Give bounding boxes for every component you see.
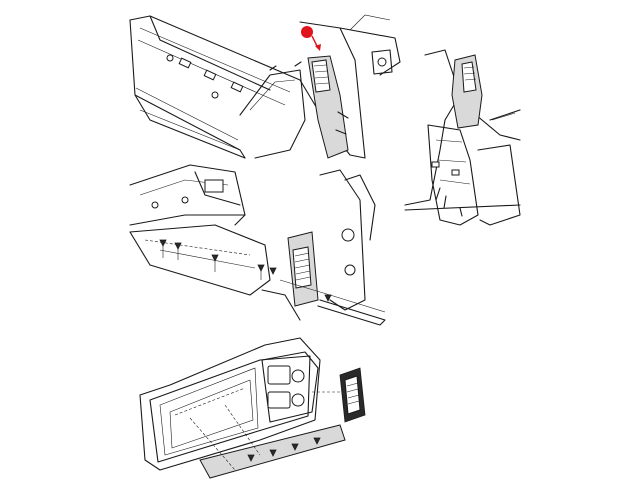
view-cowl-kick-panel xyxy=(129,164,386,326)
callout-marker-icon xyxy=(301,26,321,51)
view-a-pillar-windshield xyxy=(129,14,401,159)
view-b-pillar xyxy=(404,49,521,226)
view-tailgate-trim xyxy=(139,337,366,479)
